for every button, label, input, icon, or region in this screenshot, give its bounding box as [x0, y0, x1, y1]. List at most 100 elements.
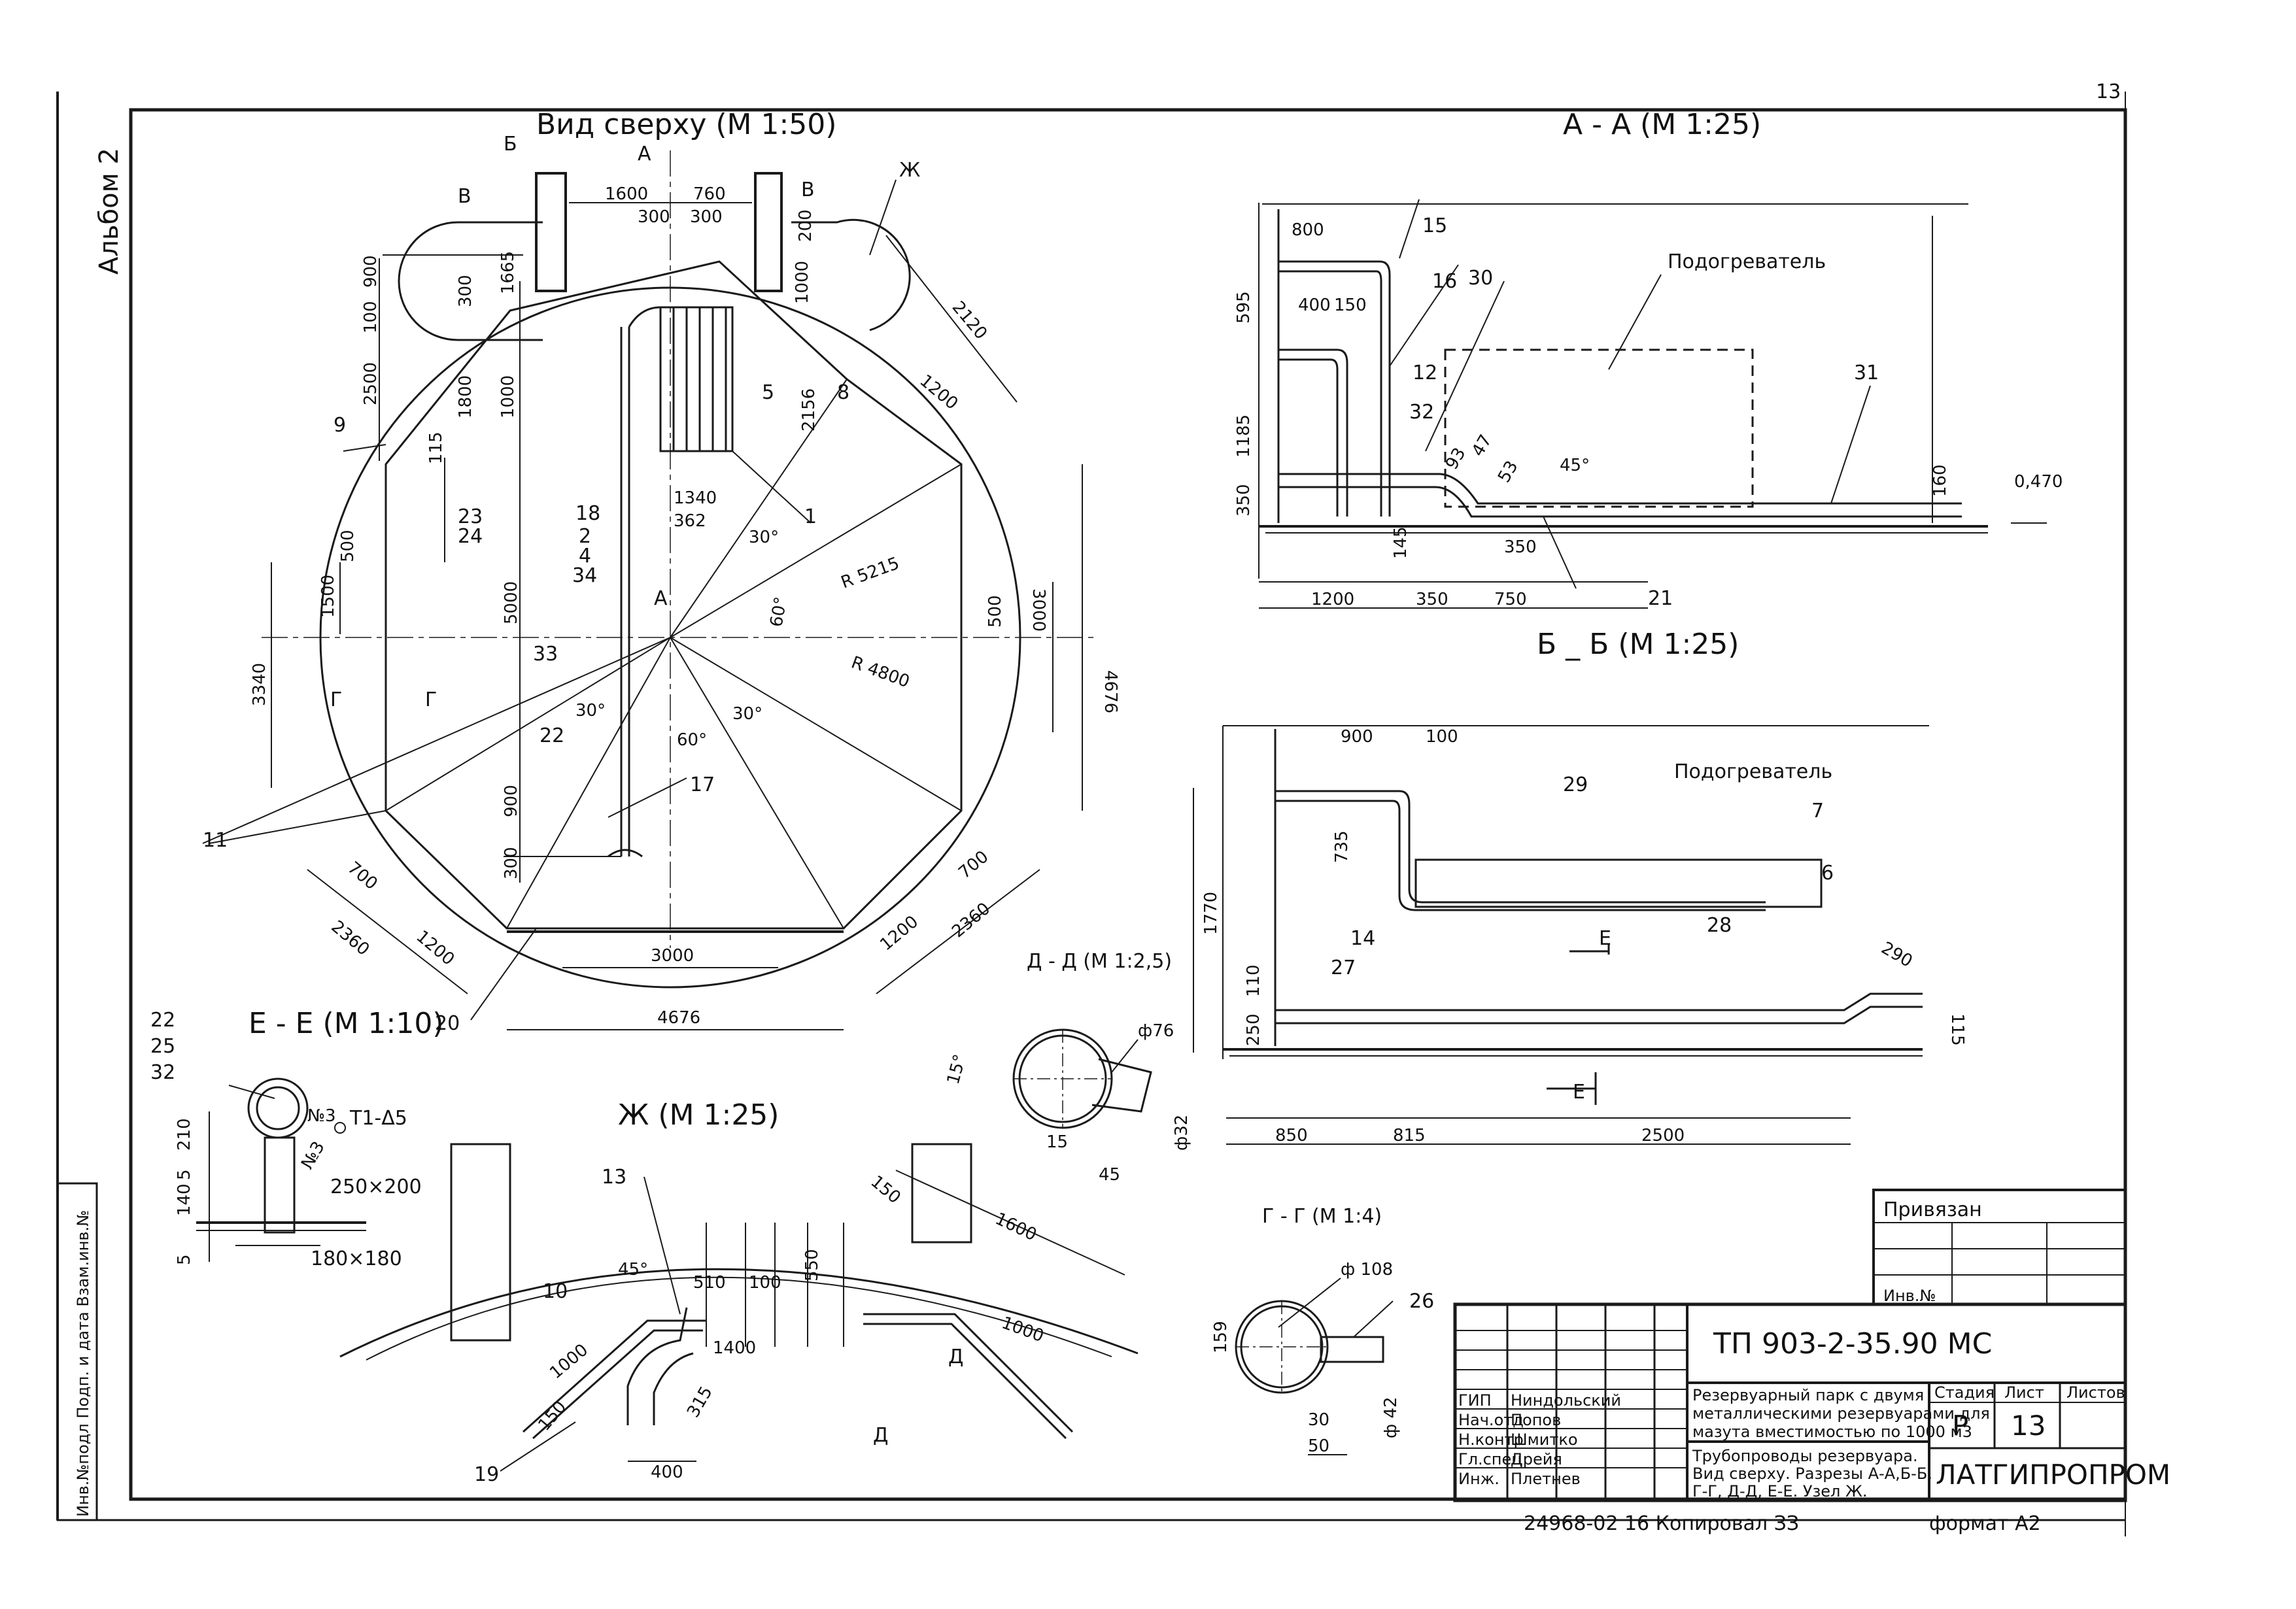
callout-23: 23: [458, 505, 483, 528]
title-block: [1453, 1189, 2127, 1502]
callout-1: 1: [804, 505, 817, 528]
zh-dim-150a: 150: [867, 1172, 904, 1208]
callout-5: 5: [762, 381, 774, 404]
aa-dim-0470: 0,470: [2014, 472, 2063, 492]
callout-9: 9: [334, 414, 346, 437]
gg-dim-159: 159: [1211, 1321, 1231, 1353]
aa-dim-53: 53: [1494, 458, 1522, 486]
stamp-sheets-hdr: Листов: [2066, 1383, 2125, 1402]
aa-heater-box: [1444, 348, 1754, 508]
detail-zh: [339, 1143, 1139, 1472]
dim-300c: 300: [456, 275, 475, 307]
tank-polygon: [385, 260, 963, 930]
zh-dim-1400: 1400: [713, 1338, 756, 1358]
bb-section-mark-e1: Е: [1599, 927, 1611, 950]
ee-lbl-22: 22: [150, 1009, 175, 1032]
zh-dim-100: 100: [749, 1273, 781, 1293]
stamp-stage: Р: [1952, 1410, 1968, 1442]
stamp-name-2: Шмитко: [1511, 1431, 1578, 1449]
gg-dim-f108: ф 108: [1341, 1260, 1393, 1279]
bb-callout-28: 28: [1707, 914, 1732, 937]
format-label: формат А2: [1929, 1512, 2041, 1535]
bb-dim-815: 815: [1393, 1126, 1426, 1145]
stamp-object-0: Резервуарный парк с двумя: [1692, 1386, 1924, 1404]
stamp-role-4: Инж.: [1458, 1470, 1499, 1488]
zh-title: Ж (М 1:25): [618, 1098, 779, 1132]
aa-dim-750: 750: [1494, 590, 1527, 609]
ee-title: Е - Е (М 1:10): [248, 1007, 444, 1040]
top-section-mark-g1: Г: [330, 688, 342, 711]
zh-callout-10: 10: [543, 1280, 568, 1303]
zh-dim-1000b: 1000: [999, 1313, 1046, 1346]
bb-dim-110: 110: [1244, 964, 1263, 997]
dd-title: Д - Д (М 1:2,5): [1027, 950, 1172, 973]
ee-dim-5a: 5: [175, 1169, 194, 1180]
zh-callout-13: 13: [602, 1166, 626, 1189]
callout-20: 20: [435, 1012, 460, 1035]
callout-2: 2: [579, 525, 591, 548]
zh-dim-315: 315: [683, 1383, 717, 1421]
bb-section-mark-e2: Е: [1573, 1081, 1585, 1104]
angle-60a: 60°: [766, 596, 791, 629]
stamp-name-1: Попов: [1511, 1411, 1561, 1429]
aa-dim-150: 150: [1334, 296, 1367, 315]
zh-dim-400: 400: [651, 1463, 683, 1482]
dim-1800: 1800: [456, 375, 475, 418]
dim-362: 362: [674, 511, 706, 531]
top-view-title: Вид сверху (М 1:50): [536, 108, 836, 141]
aa-dim-350a: 350: [1234, 484, 1254, 517]
corner-mark: 13: [2096, 80, 2121, 103]
callout-24: 24: [458, 525, 483, 548]
ee-lbl-n3a: №3: [307, 1106, 336, 1126]
stamp-sheet-hdr: Лист: [2004, 1383, 2044, 1402]
aa-callout-21: 21: [1648, 587, 1673, 610]
top-section-mark-a2: А: [654, 587, 668, 610]
stamp-title-2: Г-Г, Д-Д, Е-Е. Узел Ж.: [1692, 1482, 1867, 1500]
zh-callout-19: 19: [474, 1463, 499, 1486]
stamp-object-2: мазута вместимостью по 1000 м3: [1692, 1423, 1972, 1441]
dim-2500: 2500: [361, 362, 381, 405]
ee-lbl-n3b: №3: [298, 1138, 329, 1173]
dim-900b: 900: [502, 785, 521, 817]
top-section-mark-v2: В: [801, 178, 815, 201]
dim-900: 900: [361, 255, 381, 288]
angle-30a: 30°: [749, 528, 779, 547]
dd-dim-f32: ф32: [1172, 1115, 1191, 1151]
stamp-sheet-no: 13: [2011, 1410, 2046, 1442]
ee-dim-5b: 5: [175, 1254, 194, 1265]
gg-callout-26: 26: [1409, 1290, 1434, 1313]
gg-title: Г - Г (М 1:4): [1262, 1205, 1382, 1228]
stamp-role-1: Нач.отд: [1458, 1411, 1524, 1429]
bb-dim-2500: 2500: [1641, 1126, 1685, 1145]
dim-1200b: 1200: [413, 926, 458, 970]
copied-label: 24968-02 16 Копировал ЗЗ: [1524, 1512, 1799, 1535]
aa-dim-350c: 350: [1416, 590, 1448, 609]
callout-17: 17: [690, 773, 715, 796]
dim-1600: 1600: [605, 184, 648, 204]
radius-5215: R 5215: [838, 554, 902, 593]
top-section-mark-zh: Ж: [899, 159, 920, 182]
dim-4676-bottom: 4676: [657, 1008, 700, 1028]
dim-3000-right: 3000: [1029, 588, 1048, 632]
stamp-title-0: Трубопроводы резервуара.: [1692, 1447, 1918, 1465]
bb-callout-14: 14: [1350, 927, 1375, 950]
aa-dim-93: 93: [1442, 445, 1470, 473]
dim-100: 100: [361, 301, 381, 333]
stamp-object-1: металлическими резервуарами для: [1692, 1404, 1990, 1423]
radius-4800: R 4800: [849, 652, 912, 692]
aa-title: А - А (М 1:25): [1563, 108, 1761, 141]
dim-760: 760: [693, 184, 726, 204]
dim-115: 115: [426, 432, 446, 464]
stamp-inv: Инв.№: [1883, 1287, 1936, 1305]
callout-33: 33: [533, 643, 558, 666]
stamp-name-3: Дрейя: [1511, 1450, 1562, 1468]
side-stamp-text: Инв.№подл Подп. и дата Взам.инв.№: [74, 1210, 92, 1517]
aa-dim-350b: 350: [1504, 537, 1537, 557]
ee-dim-140: 140: [175, 1183, 194, 1216]
stamp-attached: Привязан: [1883, 1198, 1982, 1221]
aa-dim-160: 160: [1930, 464, 1950, 497]
bb-dim-850: 850: [1275, 1126, 1308, 1145]
stamp-org: ЛАТГИПРОПРОМ: [1936, 1459, 2170, 1491]
bb-heater-box: [1414, 858, 1823, 908]
